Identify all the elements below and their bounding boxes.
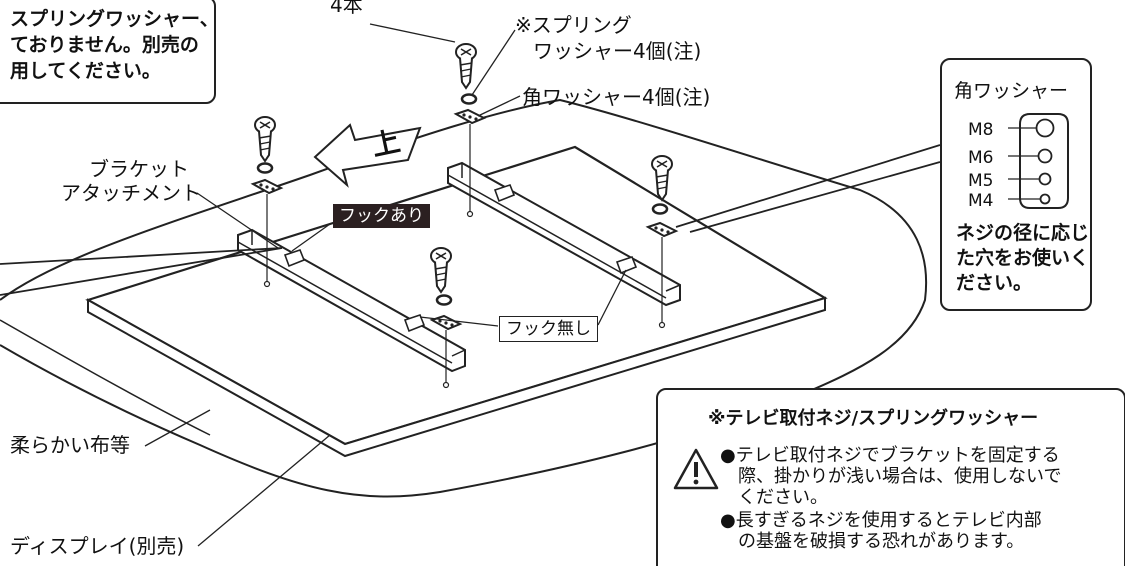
washer-size-graphic — [1008, 113, 1069, 209]
size-m6: M6 — [968, 148, 994, 168]
size-m5: M5 — [968, 171, 994, 191]
screw-stack-left — [252, 116, 282, 288]
washer-note-3: ださい。 — [956, 272, 1033, 294]
screw-stack-top — [455, 43, 485, 218]
size-m8: M8 — [968, 120, 994, 140]
note-box-top-left: スプリングワッシャー、 ておりません。別売の 用してください。 — [0, 0, 219, 104]
up-mark-label: 上 — [368, 124, 404, 163]
square-washer-label: 角ワッシャー4個(注) — [522, 85, 711, 109]
hook-no-tag: フック無し — [499, 316, 598, 342]
bracket-label-2: アタッチメント — [61, 181, 201, 205]
washer-note-2: た穴をお使いく — [956, 247, 1090, 269]
spring-washer-label-1: ※スプリング — [515, 13, 632, 37]
screw-stack-bottom — [430, 247, 461, 389]
warning-title: ※テレビ取付ネジ/スプリングワッシャー — [708, 408, 1039, 429]
spring-washer-label-2: ワッシャー4個(注) — [533, 39, 702, 63]
screws-count-label: 4本 — [330, 0, 363, 17]
up-arrow-mark — [313, 123, 422, 188]
note-line-3: 用してください。 — [10, 60, 161, 82]
warning-icon — [673, 448, 719, 490]
screw-stack-right — [647, 155, 677, 329]
note-line-1: スプリングワッシャー、 — [10, 8, 219, 30]
display-panel-side — [87, 296, 826, 458]
display-label: ディスプレイ(別売) — [10, 534, 185, 558]
washer-size-panel: 角ワッシャー M8 M6 M5 M4 ネジの径に応じ た穴をお使いく ださい。 — [940, 58, 1092, 311]
note-line-2: ておりません。別売の — [10, 34, 199, 56]
warning-item-1-line-1: ●テレビ取付ネジでブラケットを固定する — [720, 445, 1060, 466]
hook-yes-tag: フックあり — [333, 204, 430, 228]
warning-item-1-line-2: 際、掛かりが浅い場合は、使用しないで — [738, 466, 1062, 487]
warning-item-2-line-1: ●長すぎるネジを使用するとテレビ内部 — [720, 510, 1042, 531]
soft-cloth-label: 柔らかい布等 — [10, 433, 130, 457]
warning-item-2-line-2: の基盤を破損する恐れがあります。 — [738, 531, 1025, 552]
size-m4: M4 — [968, 191, 994, 211]
washer-panel-title: 角ワッシャー — [954, 80, 1069, 102]
washer-note-1: ネジの径に応じ — [956, 222, 1090, 244]
warning-item-1-line-3: ください。 — [738, 487, 828, 508]
warning-panel: ※テレビ取付ネジ/スプリングワッシャー ●テレビ取付ネジでブラケットを固定する … — [656, 388, 1125, 566]
bracket-label-1: ブラケット — [89, 157, 189, 181]
